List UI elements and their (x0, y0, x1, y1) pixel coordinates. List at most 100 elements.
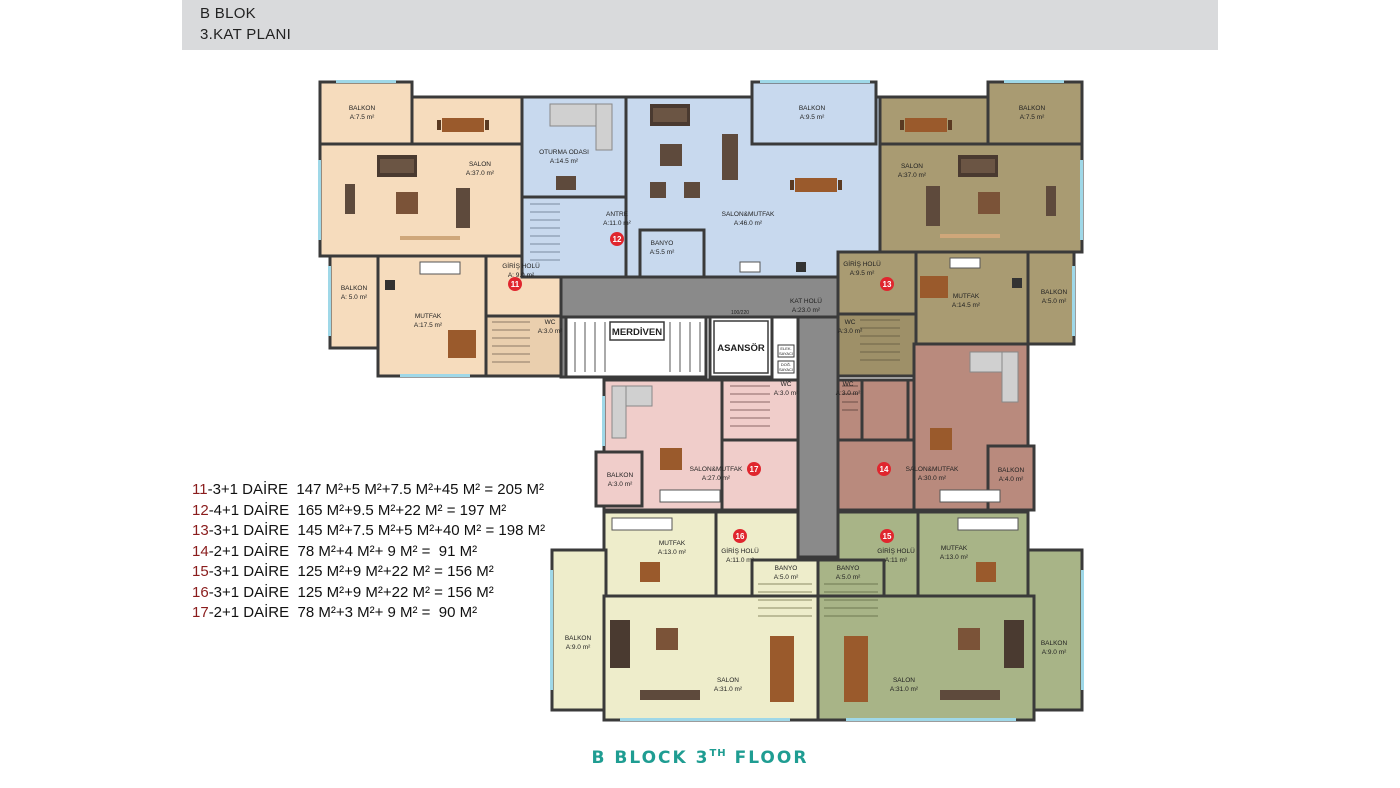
room-name: MUTFAK (415, 313, 442, 320)
room-area: A:5.0 m² (836, 574, 861, 581)
legend-row: 15-3+1 DAİRE 125 M²+9 M²+22 M² = 156 M² (192, 562, 545, 583)
room-fill (550, 548, 608, 712)
room-name: BALKON (998, 467, 1025, 474)
room-name: KAT HOLÜ (790, 297, 822, 305)
room-area: A:4.0 m² (999, 476, 1024, 483)
legend-row: 17-2+1 DAİRE 78 M²+3 M²+ 9 M² = 90 M² (192, 603, 545, 624)
legend-text: -4+1 DAİRE 165 M²+9.5 M²+22 M² = 197 M² (208, 501, 507, 519)
room-name: BALKON (349, 105, 376, 112)
room-area: A:13.0 m² (940, 554, 969, 561)
room-area: A:37.0 m² (466, 170, 495, 177)
unit-12 (520, 80, 882, 280)
room-area: A: 5.0 m² (341, 294, 368, 301)
stair-label: MERDİVEN (612, 327, 662, 338)
room-name: BANYO (837, 565, 860, 572)
caption-main: B BLOCK 3 (591, 748, 710, 768)
unit-number: 16 (736, 532, 745, 541)
legend-unit-number: 12 (192, 501, 209, 519)
room-area: A:3.0 m² (774, 390, 799, 397)
room-name: GİRİŞ HOLÜ (843, 259, 881, 268)
room-area: A:3.0 m² (838, 328, 863, 335)
legend-row: 12-4+1 DAİRE 165 M²+9.5 M²+22 M² = 197 M… (192, 501, 545, 522)
legend-text: -3+1 DAİRE 125 M²+9 M²+22 M² = 156 M² (208, 583, 494, 601)
room-name: BALKON (565, 635, 592, 642)
room-area: A:11.0 m² (726, 557, 755, 564)
unit-markers (508, 232, 894, 543)
block-title: B BLOK (200, 5, 256, 22)
legend-text: -2+1 DAİRE 78 M²+3 M²+ 9 M² = 90 M² (208, 604, 478, 621)
unit-16 (550, 510, 822, 722)
unit-marker-16 (733, 529, 747, 543)
room-name: MUTFAK (941, 545, 968, 552)
unit-marker-17 (747, 462, 761, 476)
room-area: A:5.0 m² (1042, 298, 1067, 305)
legend-text: -3+1 DAİRE 147 M²+5 M²+7.5 M²+45 M² = 20… (207, 481, 544, 498)
room-fill (860, 378, 910, 442)
unit-number: 17 (750, 465, 759, 474)
unit-14 (836, 342, 1036, 512)
room-name: MUTFAK (953, 293, 980, 300)
room-name: SALON (901, 163, 923, 170)
room-area: A: 9.0 m² (508, 272, 535, 279)
legend-row: 11-3+1 DAİRE 147 M²+5 M²+7.5 M²+45 M² = … (192, 480, 545, 501)
room-name: BALKON (1041, 289, 1068, 296)
room-area: A:11.0 m² (603, 220, 632, 227)
small-label: DOĞ. (781, 362, 791, 367)
room-name: BANYO (651, 240, 674, 247)
room-area: A:9.0 m² (566, 644, 591, 651)
room-name: SALON&MUTFAK (722, 211, 775, 218)
legend-unit-number: 17 (192, 604, 209, 621)
unit-number: 15 (883, 532, 892, 541)
room-name: OTURMA ODASI (539, 149, 589, 156)
legend-unit-number: 14 (192, 542, 209, 560)
room-area: A:17.5 m² (414, 322, 443, 329)
room-name: BALKON (341, 285, 368, 292)
unit-area-legend: 11-3+1 DAİRE 147 M²+5 M²+7.5 M²+45 M² = … (192, 480, 545, 624)
unit-marker-13 (880, 277, 894, 291)
legend-unit-number: 15 (192, 563, 209, 580)
room-area: A:11 m² (885, 557, 908, 564)
unit-13 (836, 80, 1084, 378)
caption-end: FLOOR (726, 748, 809, 768)
unit-17 (594, 378, 800, 512)
room-fill (836, 312, 918, 378)
elevator (708, 315, 774, 379)
room-name: SALON (893, 677, 915, 684)
room-area: A:31.0 m² (890, 686, 919, 693)
room-name: BALKON (1041, 640, 1068, 647)
room-name: WC (545, 319, 556, 326)
room-fill (318, 80, 414, 146)
room-name: SALON&MUTFAK (690, 466, 743, 473)
room-name: SALON&MUTFAK (906, 466, 959, 473)
room-name: MUTFAK (659, 540, 686, 547)
room-name: BANYO (775, 565, 798, 572)
small-label: ELEK. (780, 346, 791, 351)
room-fill (986, 444, 1036, 512)
room-fill (720, 438, 800, 512)
room-area: A:9.0 m² (1042, 649, 1067, 656)
room-name: GİRİŞ HOLÜ (877, 546, 915, 555)
small-label: 100/220 (731, 310, 749, 316)
room-name: SALON (717, 677, 739, 684)
legend-unit-number: 16 (192, 583, 209, 601)
windows (318, 80, 1084, 721)
room-fill (750, 558, 820, 602)
small-label: SAYACI (779, 367, 793, 372)
legend-unit-number: 13 (192, 522, 209, 539)
small-label: SAYACI (779, 351, 793, 356)
unit-number: 14 (880, 465, 889, 474)
stair (564, 315, 708, 379)
room-area: A:5.0 m² (774, 574, 799, 581)
room-area: A:9.5 m² (850, 270, 875, 277)
unit-number: 12 (613, 235, 622, 244)
room-area: A:46.0 m² (734, 220, 763, 227)
room-area: A:3.0 m² (538, 328, 563, 335)
room-name: WC (781, 381, 792, 388)
room-area: A:30.0 m² (918, 475, 947, 482)
room-fill (328, 254, 380, 350)
core (559, 275, 840, 559)
legend-row: 13-3+1 DAİRE 145 M²+7.5 M²+5 M²+40 M² = … (192, 521, 545, 542)
room-area: A:37.0 m² (898, 172, 927, 179)
room-fill (638, 228, 706, 280)
